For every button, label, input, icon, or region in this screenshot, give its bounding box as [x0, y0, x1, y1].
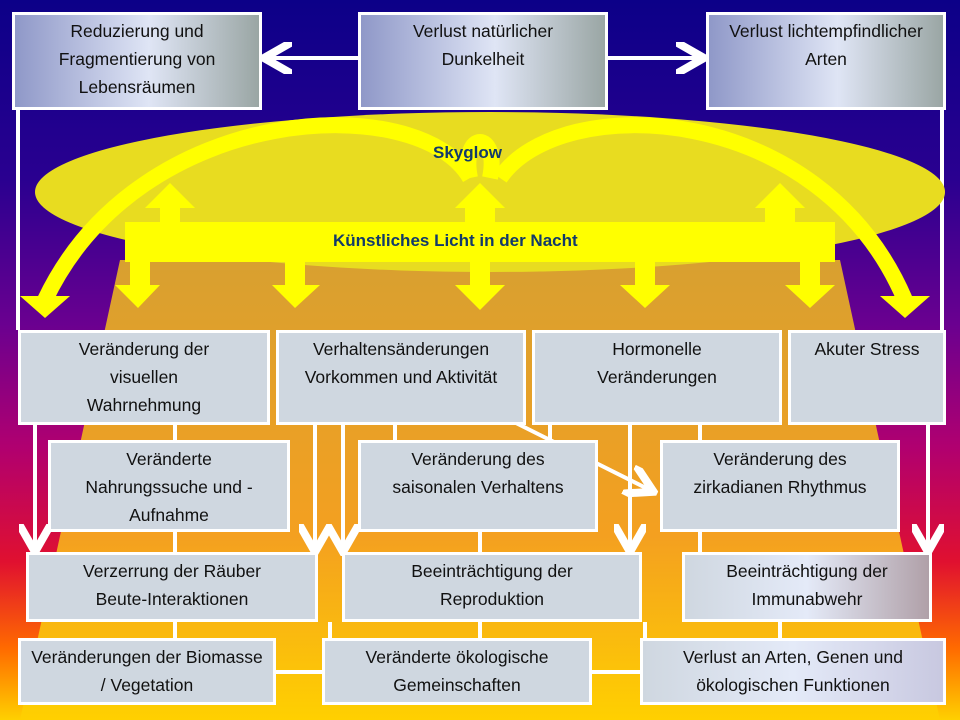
seasonal-behavior-box: Veränderung des saisonalen Verhaltens [358, 440, 598, 532]
skyglow-label: Skyglow [433, 143, 502, 162]
reproduction-box: Beeinträchtigung der Reproduktion [342, 552, 642, 622]
artificial-light-label: Künstliches Licht in der Nacht [333, 231, 578, 250]
hormonal-change-box: Hormonelle Veränderungen [532, 330, 782, 425]
habitat-fragmentation-box: Reduzierung und Fragmentierung von Leben… [12, 12, 262, 110]
loss-natural-darkness-box: Verlust natürlicher Dunkelheit [358, 12, 608, 110]
species-loss-box: Verlust an Arten, Genen und ökologischen… [640, 638, 946, 705]
visual-perception-box: Veränderung der visuellen Wahrnehmung [18, 330, 270, 425]
predator-prey-box: Verzerrung der Räuber Beute-Interaktione… [26, 552, 318, 622]
circadian-rhythm-box: Veränderung des zirkadianen Rhythmus [660, 440, 900, 532]
acute-stress-box: Akuter Stress [788, 330, 946, 425]
ecological-communities-box: Veränderte ökologische Gemeinschaften [322, 638, 592, 705]
foraging-box: Veränderte Nahrungssuche und - Aufnahme [48, 440, 290, 532]
immune-defense-box: Beeinträchtigung der Immunabwehr [682, 552, 932, 622]
loss-light-sensitive-species-box: Verlust lichtempfindlicher Arten [706, 12, 946, 110]
biomass-box: Veränderungen der Biomasse / Vegetation [18, 638, 276, 705]
behavior-change-box: Verhaltensänderungen Vorkommen und Aktiv… [276, 330, 526, 425]
